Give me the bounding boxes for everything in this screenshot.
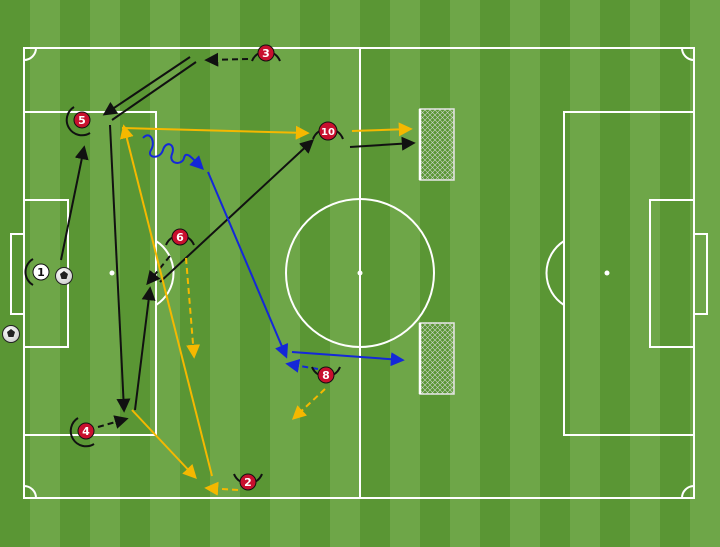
yellow-dashed-2-run xyxy=(204,481,239,496)
mini-goal-bottom xyxy=(418,322,455,395)
grass-stripe xyxy=(660,0,690,547)
player-5-token xyxy=(73,111,91,129)
blue-dribble-wavy xyxy=(142,134,204,170)
grass-stripe xyxy=(630,0,660,547)
yellow-pass-4-to-2 xyxy=(131,409,197,480)
pass-4-to-6 xyxy=(134,286,156,411)
yellow-shot-10-goal xyxy=(351,122,413,137)
player-marker[interactable]: 1 xyxy=(24,258,50,286)
left-penalty-spot xyxy=(109,270,115,276)
corner-arc-top-right xyxy=(681,47,695,61)
mini-goal-top xyxy=(418,108,455,181)
blue-runs xyxy=(142,134,405,373)
pass-5-to-4 xyxy=(109,124,131,413)
player-marker[interactable]: 8 xyxy=(311,366,341,384)
corner-arc-top-left xyxy=(23,47,37,61)
grass-stripe xyxy=(360,0,390,547)
grass-stripe xyxy=(450,0,480,547)
player-marker[interactable]: 5 xyxy=(65,106,91,137)
grass-stripe xyxy=(600,0,630,547)
grass-stripe xyxy=(300,0,330,547)
player-4-token xyxy=(77,422,95,440)
pass-3-to-5-b xyxy=(111,61,197,121)
ball-icon xyxy=(2,325,20,343)
player-number: 1 xyxy=(37,266,45,279)
player-marker[interactable]: 6 xyxy=(165,228,195,246)
player-number: 5 xyxy=(78,114,86,127)
player-1-token xyxy=(32,263,50,281)
player-number: 3 xyxy=(262,47,270,60)
player-10-token xyxy=(318,121,338,141)
player-6-token xyxy=(171,228,189,246)
player-number: 6 xyxy=(176,231,184,244)
player-3-token xyxy=(257,44,275,62)
ball-icon xyxy=(55,267,73,285)
player-marker[interactable]: 10 xyxy=(312,121,344,141)
player-marker[interactable]: 2 xyxy=(233,473,263,491)
grass-stripe xyxy=(210,0,240,547)
pass-3-to-5-a xyxy=(102,56,191,116)
grass-stripe xyxy=(420,0,450,547)
grass-stripe xyxy=(540,0,570,547)
corner-arc-bottom-right xyxy=(681,485,695,499)
blue-pass-across xyxy=(291,351,405,367)
grass-stripe xyxy=(180,0,210,547)
player-2-token xyxy=(239,473,257,491)
player-number: 2 xyxy=(244,476,252,489)
dashed-3-run xyxy=(204,52,249,67)
yellow-passes xyxy=(119,122,413,496)
grass-stripe xyxy=(510,0,540,547)
grass-stripe xyxy=(480,0,510,547)
center-circle xyxy=(285,198,435,348)
player-number: 10 xyxy=(321,127,335,138)
right-penalty-arc xyxy=(545,240,565,306)
blue-pass-to-8 xyxy=(207,171,289,359)
grass-stripe xyxy=(270,0,300,547)
center-spot xyxy=(357,270,363,276)
yellow-pass-5-to-10 xyxy=(121,125,310,140)
shot-10-goal-black xyxy=(349,136,416,151)
player-marker[interactable]: 4 xyxy=(69,417,95,448)
grass-stripe xyxy=(120,0,150,547)
grass-stripe xyxy=(90,0,120,547)
yellow-dashed-8-run xyxy=(291,388,326,420)
players: 1 2 3 4 5 6 xyxy=(24,44,344,491)
pass-1-to-5 xyxy=(60,145,89,261)
player-8-token xyxy=(317,366,335,384)
grass-stripe xyxy=(240,0,270,547)
right-goal xyxy=(693,233,708,315)
grass-stripe xyxy=(390,0,420,547)
yellow-dashed-6-run xyxy=(185,257,201,359)
player-number: 4 xyxy=(82,425,90,438)
grass-stripe xyxy=(570,0,600,547)
left-goal xyxy=(10,233,25,315)
player-number: 8 xyxy=(322,369,330,382)
right-penalty-spot xyxy=(604,270,610,276)
dashed-6-run xyxy=(146,255,171,286)
player-marker[interactable]: 3 xyxy=(251,44,281,62)
corner-arc-bottom-left xyxy=(23,485,37,499)
left-penalty-arc xyxy=(155,240,175,306)
dashed-4-run xyxy=(97,415,129,429)
yellow-pass-2-to-5 xyxy=(119,124,213,477)
grass-stripe xyxy=(330,0,360,547)
